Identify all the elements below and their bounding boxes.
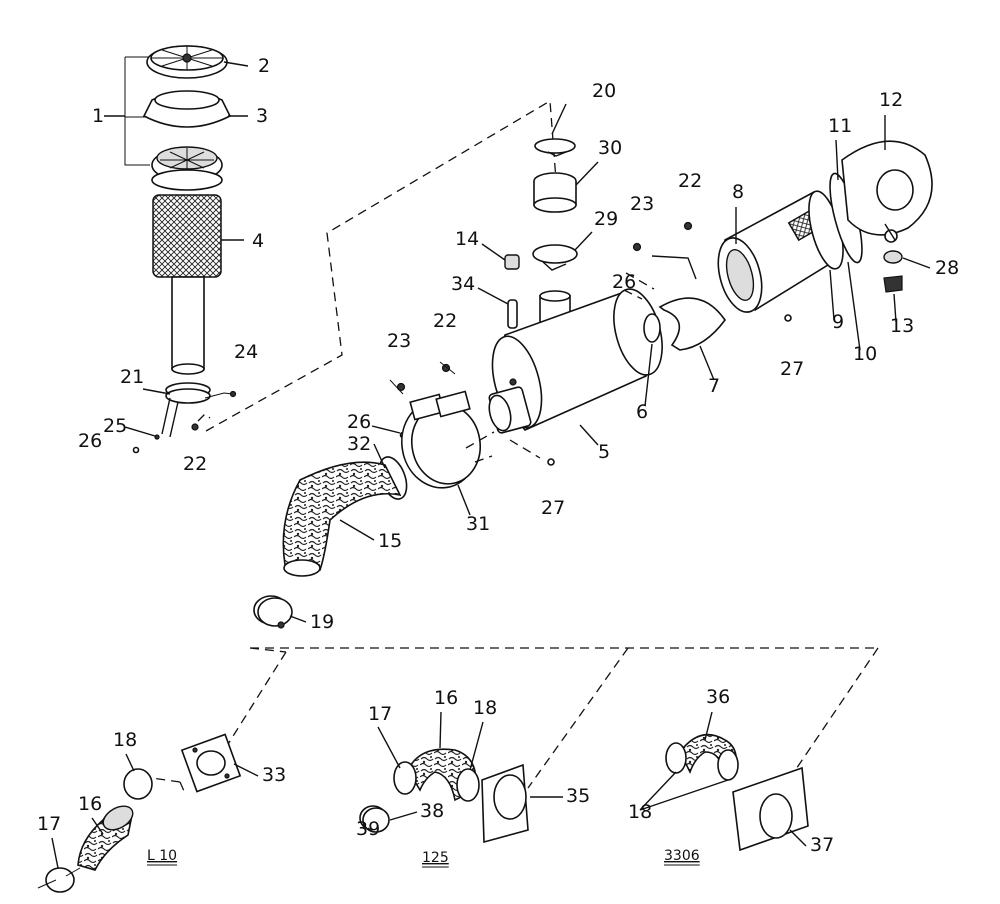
callout-c21: 21 [120, 366, 144, 388]
callout-c5: 5 [598, 441, 610, 463]
callout-c26c: 26 [612, 271, 636, 293]
callout-c26b: 26 [347, 411, 371, 433]
callout-c27a: 27 [541, 497, 565, 519]
callout-c37: 37 [810, 834, 834, 856]
callout-c10: 10 [853, 343, 877, 365]
filter-housing [488, 254, 726, 434]
flange-clamp [401, 390, 541, 489]
callout-c1: 1 [92, 105, 104, 127]
leader-lines [51, 61, 931, 869]
intake-hose [253, 456, 408, 629]
callout-c2: 2 [258, 55, 270, 77]
pre-cleaner-assembly [124, 45, 237, 454]
callout-c18a: 18 [113, 729, 137, 751]
filter-element [717, 140, 933, 322]
callout-c30: 30 [598, 137, 622, 159]
callout-c31: 31 [466, 513, 490, 535]
variant-labels: L 10 125 3306 [147, 848, 700, 868]
assembly-dashed-link-bottom [217, 647, 879, 789]
callout-c25: 25 [103, 415, 127, 437]
callout-c24: 24 [234, 341, 258, 363]
callout-c17b: 17 [368, 703, 392, 725]
callout-c22c: 22 [678, 170, 702, 192]
callout-c18c: 18 [628, 801, 652, 823]
callout-c17a: 17 [37, 813, 61, 835]
variant-3306-parts [665, 733, 809, 852]
variant-label-v-3306: 3306 [664, 848, 700, 864]
callout-c3: 3 [256, 105, 268, 127]
callout-c33: 33 [262, 764, 286, 786]
callout-c26a: 26 [78, 430, 102, 452]
callout-c12: 12 [879, 89, 903, 111]
callout-c16a: 16 [78, 793, 102, 815]
callout-c8: 8 [732, 181, 744, 203]
callout-c27b: 27 [780, 358, 804, 380]
inlet-pipe-assembly [532, 138, 578, 337]
callout-c23a: 23 [387, 330, 411, 352]
callout-c39: 39 [356, 818, 380, 840]
callout-c15: 15 [378, 530, 402, 552]
callout-c38: 38 [420, 800, 444, 822]
callout-c6: 6 [636, 401, 648, 423]
callout-c4: 4 [252, 230, 264, 252]
callout-c32: 32 [347, 433, 371, 455]
callout-c28: 28 [935, 257, 959, 279]
callout-c11: 11 [828, 115, 852, 137]
callout-c7: 7 [708, 375, 720, 397]
callout-c23b: 23 [630, 193, 654, 215]
callout-c18b: 18 [473, 697, 497, 719]
callout-c35: 35 [566, 785, 590, 807]
variant-125-parts [359, 748, 529, 844]
callout-c13: 13 [890, 315, 914, 337]
callout-c22b: 22 [433, 310, 457, 332]
callout-c29: 29 [594, 208, 618, 230]
callout-c14: 14 [455, 228, 479, 250]
variant-label-v-l10: L 10 [147, 848, 177, 864]
callout-c9: 9 [832, 311, 844, 333]
callout-c22a: 22 [183, 453, 207, 475]
variant-l10-parts [37, 733, 242, 893]
callout-c36: 36 [706, 686, 730, 708]
callout-c19: 19 [310, 611, 334, 633]
callout-c20: 20 [592, 80, 616, 102]
callout-c16b: 16 [434, 687, 458, 709]
variant-label-v-125: 125 [422, 850, 449, 866]
callout-c34: 34 [451, 273, 475, 295]
